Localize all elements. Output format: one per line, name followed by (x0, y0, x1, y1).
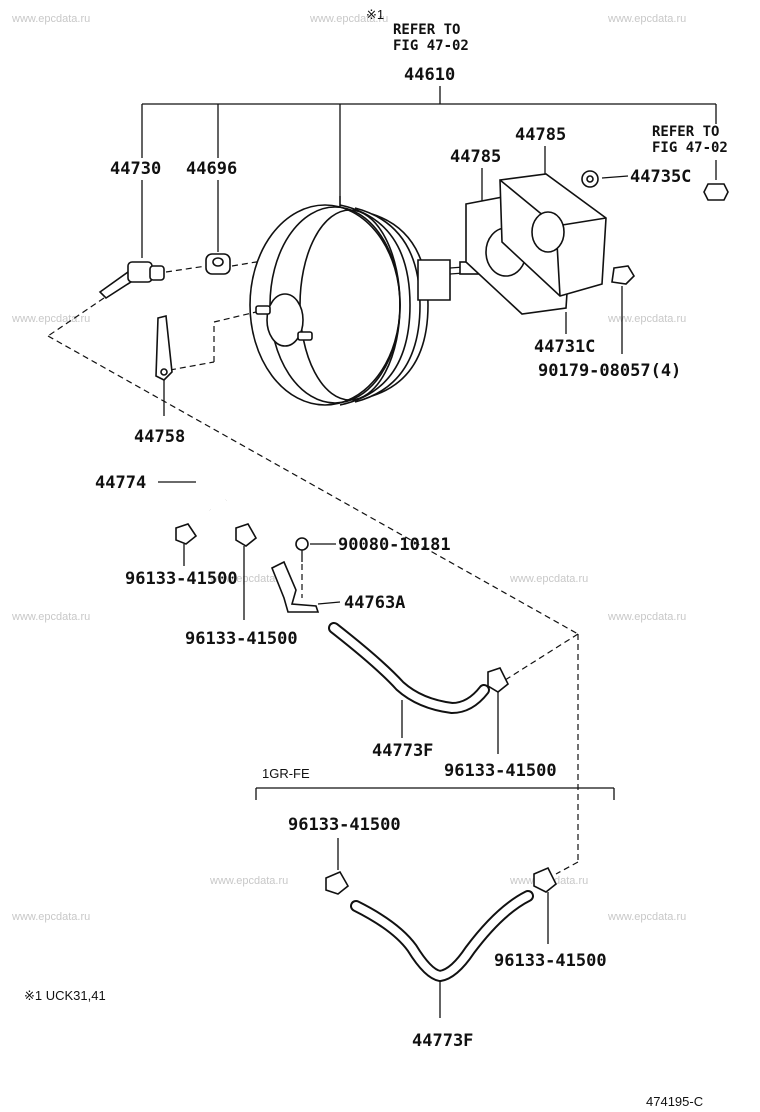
watermark: www.epcdata.ru (11, 13, 90, 25)
brake-booster-icon (249, 196, 479, 406)
label-44774: 44774 (95, 473, 146, 493)
refer-to-line2: FIG 47-02 (393, 38, 469, 54)
watermark: www.epcdata.ru (607, 611, 686, 623)
engine-variant-label: 1GR-FE (262, 766, 310, 781)
watermark: www.epcdata.ru (11, 911, 90, 923)
top-marker: ※1 (366, 7, 384, 22)
label-96133-41500-d: 96133-41500 (288, 815, 401, 835)
label-44773f-variant: 44773F (412, 1031, 473, 1051)
watermark: www.epcdata.ru (209, 573, 288, 585)
watermark: www.epcdata.ru (607, 313, 686, 325)
label-44763a: 44763A (344, 593, 405, 613)
clip-icon (235, 523, 258, 547)
watermark: www.epcdata.ru (209, 875, 288, 887)
nut-icon (581, 170, 599, 188)
booster-nut-icon (611, 265, 636, 285)
right-refer-line1: REFER TO (652, 124, 719, 140)
variant-bracket (255, 787, 615, 800)
label-96133-41500-a: 96133-41500 (125, 569, 238, 589)
check-valve-icon (98, 261, 165, 300)
assembly-leader-lines (141, 86, 717, 196)
clip-icon (325, 870, 350, 895)
right-refer-line2: FIG 47-02 (652, 140, 728, 156)
label-90179-08057: 90179-08057(4) (538, 361, 681, 381)
watermark: www.epcdata.ru (11, 611, 90, 623)
bolt-icon (295, 537, 309, 562)
watermark: www.epcdata.ru (607, 13, 686, 25)
routing-dashed-lines (47, 297, 579, 875)
label-96133-41500-b: 96133-41500 (185, 629, 298, 649)
label-96133-41500-c: 96133-41500 (444, 761, 557, 781)
label-44735c: 44735C (630, 167, 691, 187)
label-44773f: 44773F (372, 741, 433, 761)
label-44785-outer: 44785 (515, 125, 566, 145)
clip-icon (175, 523, 198, 545)
hose-small-icon (198, 460, 237, 512)
watermark: www.epcdata.ru (309, 13, 388, 25)
label-44731c: 44731C (534, 337, 595, 357)
hose-f-icon (328, 622, 490, 715)
watermark: www.epcdata.ru (11, 313, 90, 325)
label-44610: 44610 (404, 65, 455, 85)
label-90080-10181: 90080-10181 (338, 535, 451, 555)
label-44696: 44696 (186, 159, 237, 179)
label-44785-inner: 44785 (450, 147, 501, 167)
bracket-clip-icon (155, 315, 173, 381)
hose-bracket-icon (270, 560, 320, 613)
nut-right-icon (703, 160, 729, 201)
gasket-plate-icon (465, 173, 607, 315)
grommet-icon (205, 253, 231, 275)
footnote: ※1 UCK31,41 (24, 988, 106, 1003)
clip-icon (487, 667, 510, 693)
clip-icon (533, 866, 558, 893)
hose-f-variant-icon (350, 890, 534, 983)
label-44730: 44730 (110, 159, 161, 179)
watermarks: www.epcdata.ru www.epcdata.ru www.epcdat… (11, 13, 686, 923)
watermark: www.epcdata.ru (607, 911, 686, 923)
label-96133-41500-e: 96133-41500 (494, 951, 607, 971)
label-44758: 44758 (134, 427, 185, 447)
watermark: www.epcdata.ru (509, 573, 588, 585)
refer-to-line1: REFER TO (393, 22, 460, 38)
figure-id: 474195-C (646, 1094, 703, 1109)
